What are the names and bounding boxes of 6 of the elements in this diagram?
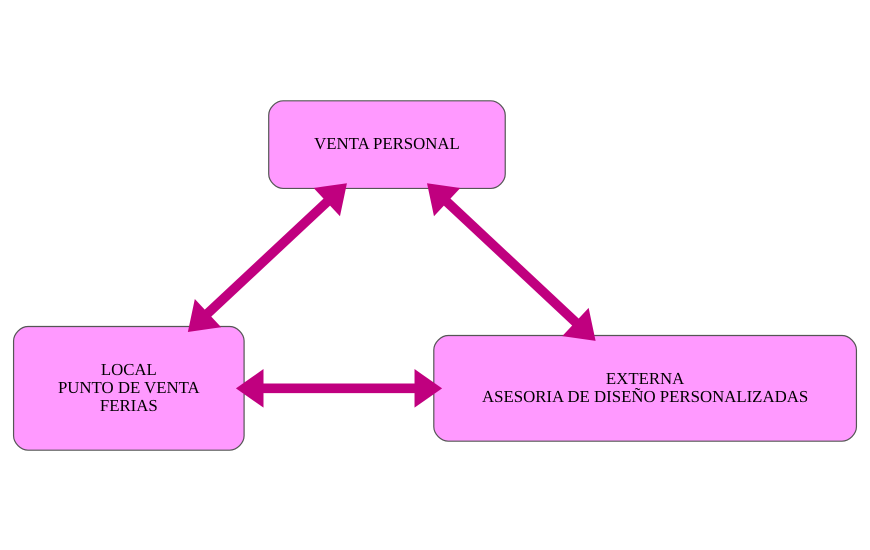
arrow bbox=[427, 182, 596, 340]
node-box: LOCAL PUNTO DE VENTA FERIAS bbox=[12, 325, 245, 450]
node-box: EXTERNA ASESORIA DE DISEÑO PERSONALIZADAS bbox=[433, 334, 858, 442]
arrow bbox=[188, 182, 347, 332]
node-box: VENTA PERSONAL bbox=[268, 100, 506, 189]
arrow bbox=[236, 368, 442, 408]
